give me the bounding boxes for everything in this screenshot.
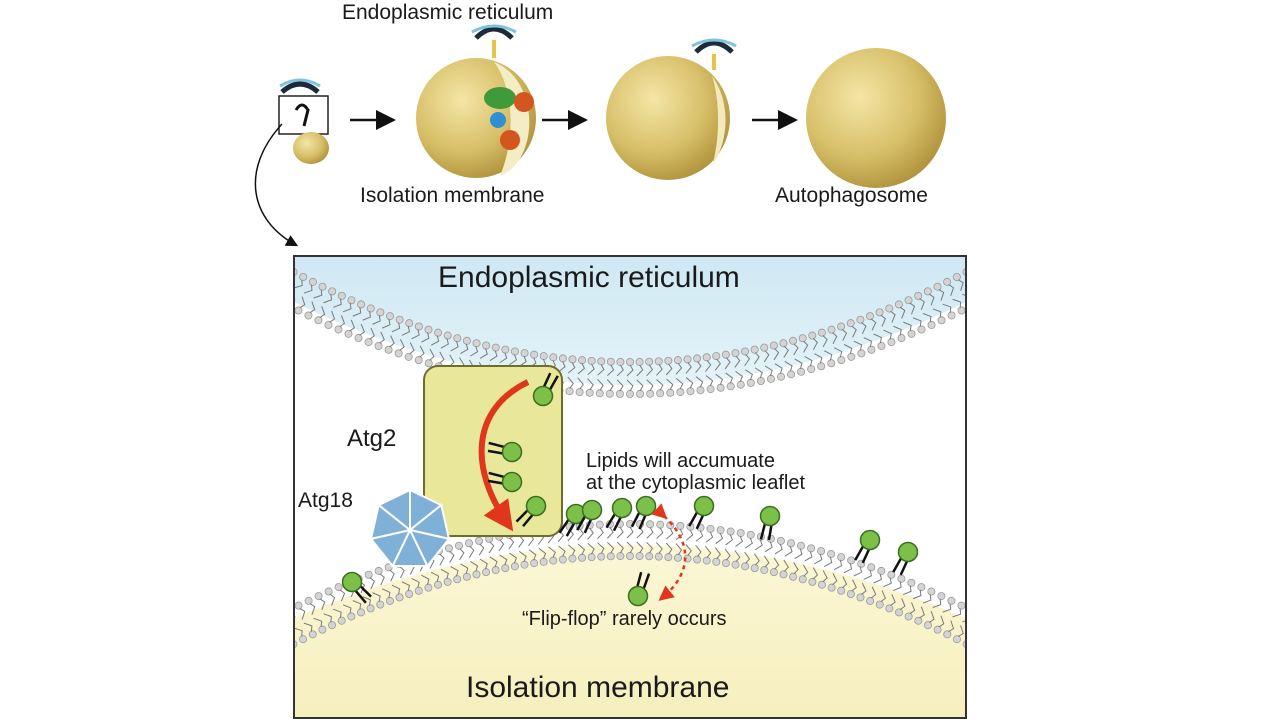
atg18-label: Atg18 xyxy=(298,489,353,512)
lipid-accumulation-note: Lipids will accumuate at the cytoplasmic… xyxy=(586,450,805,495)
er-label-top: Endoplasmic reticulum xyxy=(342,1,554,24)
atg18-protein xyxy=(369,488,451,568)
initial-isolation-membrane xyxy=(278,78,329,164)
closing-isolation-membrane xyxy=(606,38,737,180)
isolation-bilayer xyxy=(294,520,966,649)
lipid-molecules xyxy=(341,372,919,607)
isolation-membrane-label-top: Isolation membrane xyxy=(360,184,545,207)
lipid-note-line-2: at the cytoplasmic leaflet xyxy=(586,472,805,495)
flip-flop-arrow xyxy=(651,503,687,601)
autophagosome-sphere xyxy=(806,48,946,188)
expanding-isolation-membrane xyxy=(416,24,536,178)
er-label-inset: Endoplasmic reticulum xyxy=(438,261,740,294)
lipid-note-line-1: Lipids will accumuate xyxy=(586,450,775,472)
inset-panel xyxy=(294,256,966,718)
atg2-label: Atg2 xyxy=(347,425,397,452)
autophagosome-label: Autophagosome xyxy=(775,184,928,207)
inset-border xyxy=(293,255,967,719)
isolation-membrane-label-inset: Isolation membrane xyxy=(466,671,730,704)
lipid-transfer-arrow xyxy=(478,379,530,532)
isolation-lumen xyxy=(294,545,966,718)
zoom-arrow xyxy=(254,123,299,247)
flip-flop-note: “Flip-flop” rarely occurs xyxy=(522,608,727,630)
